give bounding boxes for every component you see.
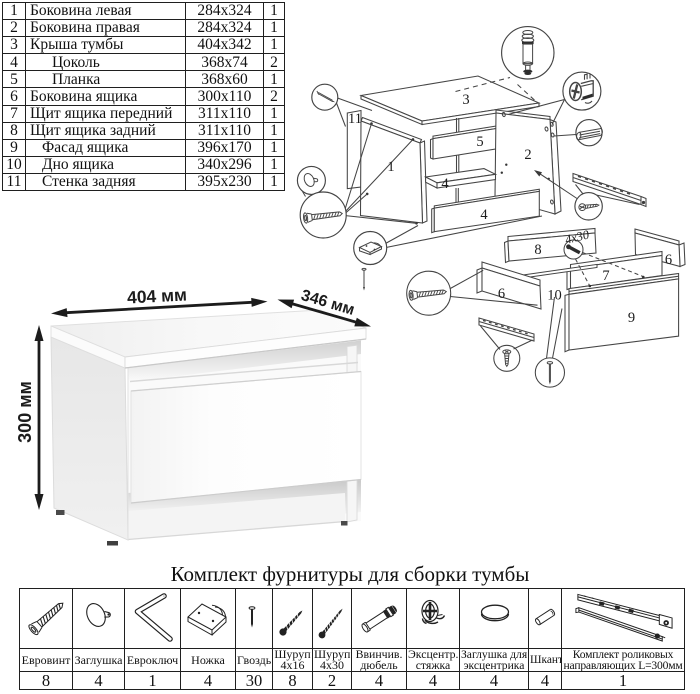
- svg-text:5: 5: [476, 134, 483, 150]
- svg-text:1: 1: [387, 159, 394, 175]
- svg-text:10: 10: [547, 288, 562, 304]
- svg-text:9: 9: [628, 310, 635, 326]
- svg-text:404 мм: 404 мм: [127, 284, 188, 307]
- svg-text:3: 3: [462, 92, 469, 108]
- svg-text:6: 6: [498, 286, 505, 302]
- svg-text:300 мм: 300 мм: [15, 381, 35, 443]
- svg-text:8: 8: [534, 242, 541, 258]
- svg-text:6: 6: [665, 252, 672, 268]
- svg-text:11: 11: [348, 111, 362, 127]
- svg-text:4: 4: [480, 207, 488, 223]
- svg-text:4х30: 4х30: [564, 227, 592, 247]
- svg-text:2: 2: [524, 147, 531, 163]
- svg-text:7: 7: [602, 268, 609, 284]
- svg-text:4: 4: [441, 176, 449, 192]
